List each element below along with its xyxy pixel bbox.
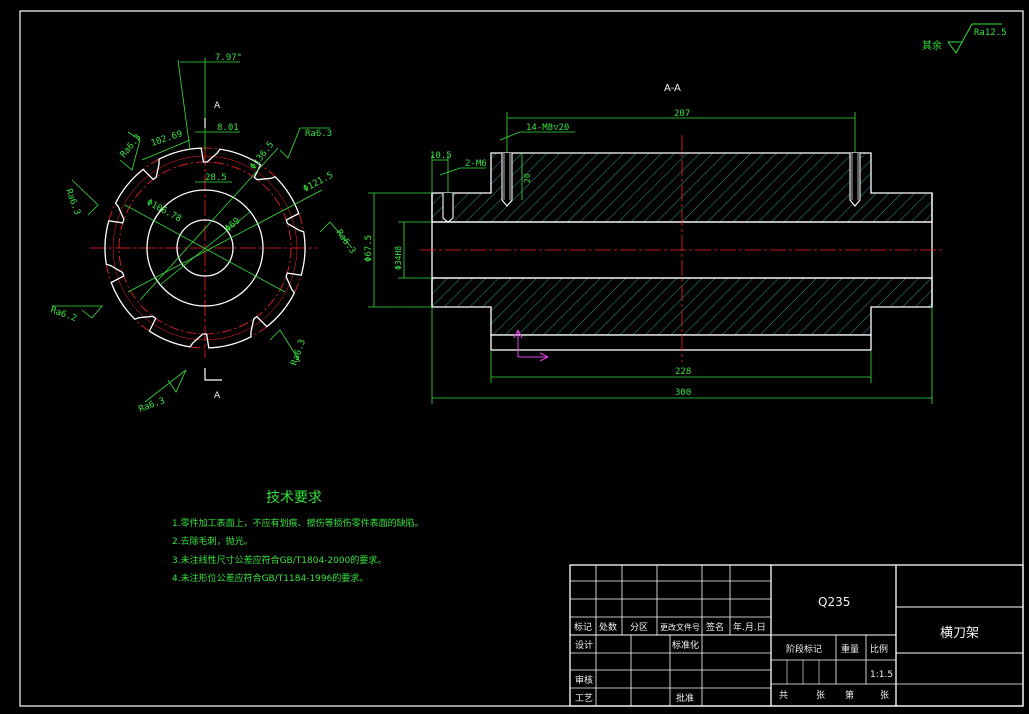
label-scale: 比例: [870, 643, 888, 655]
pitch-circle: [112, 155, 298, 341]
ra-callout-5: Ra6.2: [49, 305, 78, 324]
title-block: [569, 564, 1024, 707]
row-label-change-doc: 更改文件号: [660, 622, 700, 632]
row-label-zone: 分区: [630, 622, 648, 633]
gear-outline: [104, 147, 306, 349]
dim-d-bore-section: Φ34H8: [394, 246, 403, 270]
ra-callout-3: Ra6.3: [63, 188, 82, 217]
row-label-date: 年.月.日: [733, 621, 766, 633]
sheets-total-label: 共: [779, 690, 788, 701]
leader-d-tooth: [127, 189, 323, 293]
dim-span: 207: [674, 109, 690, 119]
dim-slot-depth: 28.5: [205, 173, 227, 183]
ra-callout-1: Ra6.3: [305, 129, 332, 139]
label-stage: 阶段标记: [786, 643, 822, 655]
ra-callout-6: Ra6.3: [289, 338, 308, 367]
cut-mark-top: A: [214, 101, 221, 111]
ext-line-a: [177, 59, 191, 151]
dim-len-mid: 228: [675, 367, 691, 377]
dim-holes: 14-M8▽20: [526, 123, 569, 133]
dim-slot-width: 8.01: [217, 123, 239, 133]
dim-len-total: 300: [675, 388, 691, 398]
note-item-2: 2.去除毛刺，抛光。: [172, 535, 253, 547]
row-label-signature: 签名: [706, 621, 724, 633]
roughness-symbol-icon: [947, 23, 1002, 54]
ra-callout-4: Ra6.3: [334, 228, 358, 256]
dim-d-root: Φ106.78: [145, 198, 183, 225]
general-roughness-label: 其余: [922, 39, 942, 52]
leader-d-bore: [159, 211, 251, 286]
note-item-3: 3.未注线性尺寸公差应符合GB/T1804-2000的要求。: [172, 554, 386, 566]
ra-callout-2: Ra6.3: [119, 133, 144, 160]
section-dim-lines: [368, 112, 933, 404]
dim-d-shoulder: Φ67.5: [364, 235, 374, 262]
bore-circle: [176, 219, 234, 277]
section-label: A-A: [664, 83, 681, 94]
ucs-icon: [513, 329, 549, 362]
cut-line-bottom: [204, 368, 222, 381]
part-name: 横刀架: [940, 626, 979, 641]
label-standardize: 标准化: [672, 639, 699, 651]
label-review: 审核: [575, 674, 593, 686]
label-design: 设计: [575, 639, 593, 651]
dim-angle: 7.97°: [215, 53, 242, 63]
dim-d-outer: Φ136.5: [248, 140, 276, 172]
dim-offset: 10.5: [430, 151, 452, 161]
sheet-no-label: 第: [845, 689, 854, 701]
chord-dim-line: [141, 139, 191, 161]
row-label-count: 处数: [599, 621, 617, 633]
notes-title: 技术要求: [266, 490, 322, 506]
note-item-1: 1.零件加工表面上，不应有划痕、擦伤等损伤零件表面的缺陷。: [172, 517, 424, 529]
row-label-mark: 标记: [574, 621, 592, 633]
note-item-4: 4.未注形位公差应符合GB/T1184-1996的要求。: [172, 572, 368, 584]
title-block-text: Q235 横刀架 标记 处数 分区 更改文件号 签名 年.月.日 设计 标准化 …: [574, 595, 979, 704]
label-weight: 重量: [841, 643, 859, 655]
ra-callout-7: Ra6.3: [138, 396, 167, 415]
label-process: 工艺: [575, 693, 593, 704]
scale-value: 1:1.5: [870, 670, 893, 680]
label-approve: 批准: [676, 692, 694, 704]
general-roughness-value: Ra12.5: [974, 28, 1007, 38]
technical-notes: 技术要求 1.零件加工表面上，不应有划痕、擦伤等损伤零件表面的缺陷。 2.去除毛…: [172, 490, 424, 584]
sheet-no-unit: 张: [880, 690, 889, 701]
drawing-border: [19, 10, 1024, 707]
dim-pin: 2-M6: [465, 159, 487, 169]
dim-chord: 102.69: [150, 129, 184, 149]
hub-circle: [146, 189, 264, 307]
end-view: 7.97° 102.69 Φ136.5 Φ121.5 Φ106.78 8.01 …: [49, 53, 357, 415]
general-roughness-note: 其余 Ra12.5: [922, 23, 1007, 54]
roughness-callouts: [52, 127, 353, 403]
section-view: A-A: [364, 83, 945, 404]
cut-mark-bottom: A: [214, 391, 221, 401]
threaded-holes: [442, 153, 861, 223]
keyway-strip: [490, 334, 872, 351]
sheets-total-unit: 张: [816, 690, 825, 701]
dim-d-tooth: Φ121.5: [302, 171, 335, 195]
leader-d-outer: [139, 147, 279, 301]
dim-depth: 20: [523, 173, 532, 183]
material: Q235: [818, 595, 850, 609]
